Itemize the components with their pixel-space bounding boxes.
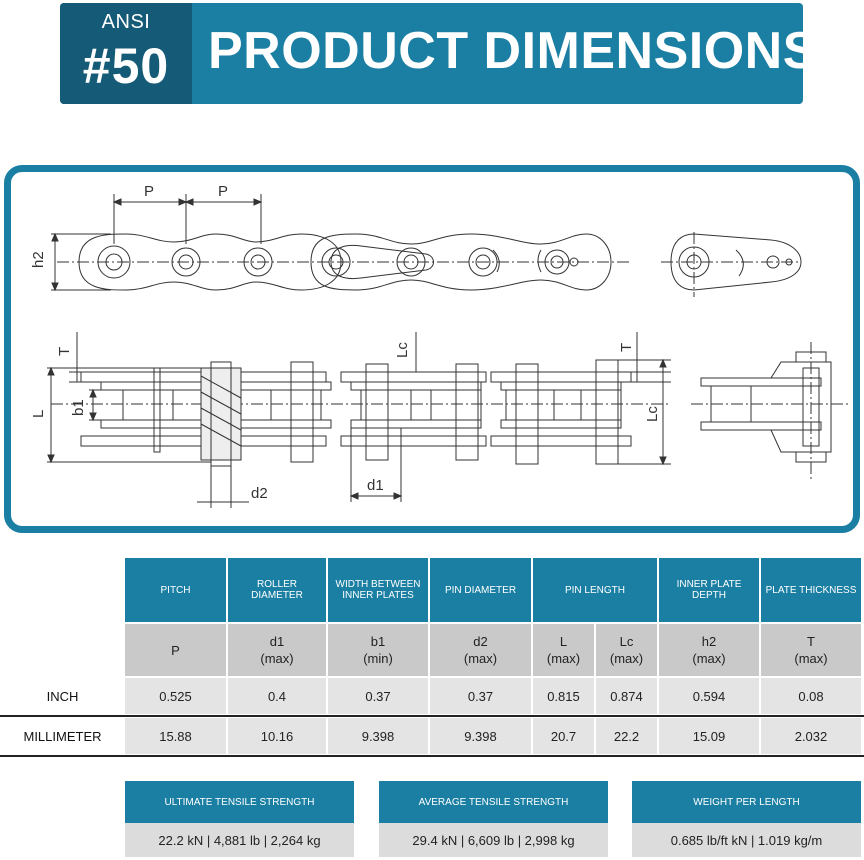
chain-technical-drawing: P P h2 T L b1 Lc T Lc d2 d1 <box>30 183 851 508</box>
table-cell: 10.16 <box>228 718 326 754</box>
spec-label: AVERAGE TENSILE STRENGTH <box>379 781 608 823</box>
table-cell: 0.815 <box>533 678 594 714</box>
table-cell: 0.4 <box>228 678 326 714</box>
spec-value: 29.4 kN | 6,609 lb | 2,998 kg <box>379 823 608 857</box>
table-cell: 0.594 <box>659 678 759 714</box>
label-lc-right: Lc <box>644 406 661 422</box>
label-pitch-1: P <box>144 183 154 200</box>
table-cell: 0.525 <box>125 678 226 714</box>
symbol-h2: h2 (max) <box>659 624 759 676</box>
row-divider <box>0 755 864 757</box>
label-pitch-2: P <box>218 183 228 200</box>
spec-weight-per-length: WEIGHT PER LENGTH 0.685 lb/ft kN | 1.019… <box>632 781 861 857</box>
symbol-b1: b1 (min) <box>328 624 428 676</box>
table-cell: 0.874 <box>596 678 657 714</box>
header-pitch: PITCH <box>125 558 226 622</box>
row-label-inch: INCH <box>46 688 79 704</box>
symbol-p: P <box>125 624 226 676</box>
table-cell: 0.08 <box>761 678 861 714</box>
spec-label: ULTIMATE TENSILE STRENGTH <box>125 781 354 823</box>
label-t-right: T <box>618 343 635 352</box>
title-banner: ANSI #50 PRODUCT DIMENSIONS <box>60 3 803 104</box>
symbol-d1: d1 (max) <box>228 624 326 676</box>
spec-label: WEIGHT PER LENGTH <box>632 781 861 823</box>
label-d1: d1 <box>367 477 384 494</box>
table-cell: 15.88 <box>125 718 226 754</box>
header-roller-diameter: ROLLER DIAMETER <box>228 558 326 622</box>
label-l: L <box>30 410 47 418</box>
header-width-between-inner-plates: WIDTH BETWEEN INNER PLATES <box>328 558 428 622</box>
spec-ultimate-tensile-strength: ULTIMATE TENSILE STRENGTH 22.2 kN | 4,88… <box>125 781 354 857</box>
ansi-badge: ANSI #50 <box>60 3 192 104</box>
dimensions-table: PITCH ROLLER DIAMETER WIDTH BETWEEN INNE… <box>0 558 864 758</box>
table-cell: 0.37 <box>328 678 428 714</box>
label-t-left: T <box>56 347 73 356</box>
header-plate-thickness: PLATE THICKNESS <box>761 558 861 622</box>
spec-value: 22.2 kN | 4,881 lb | 2,264 kg <box>125 823 354 857</box>
label-h2: h2 <box>30 251 47 268</box>
symbol-lc: Lc (max) <box>596 624 657 676</box>
table-cell: 15.09 <box>659 718 759 754</box>
header-inner-plate-depth: INNER PLATE DEPTH <box>659 558 759 622</box>
symbol-d2: d2 (max) <box>430 624 531 676</box>
header-pin-length: PIN LENGTH <box>533 558 657 622</box>
spec-value: 0.685 lb/ft kN | 1.019 kg/m <box>632 823 861 857</box>
symbol-t: T (max) <box>761 624 861 676</box>
table-cell: 20.7 <box>533 718 594 754</box>
header-pin-diameter: PIN DIAMETER <box>430 558 531 622</box>
label-lc-top: Lc <box>394 342 411 358</box>
page-title: PRODUCT DIMENSIONS <box>208 22 803 80</box>
badge-size: #50 <box>82 38 170 94</box>
table-cell: 0.37 <box>430 678 531 714</box>
table-cell: 22.2 <box>596 718 657 754</box>
table-cell: 9.398 <box>430 718 531 754</box>
symbol-l: L (max) <box>533 624 594 676</box>
table-cell: 2.032 <box>761 718 861 754</box>
chain-drawing-frame: P P h2 T L b1 Lc T Lc d2 d1 <box>4 165 860 533</box>
row-divider <box>0 715 864 717</box>
label-b1: b1 <box>70 399 87 416</box>
badge-standard: ANSI <box>101 11 151 33</box>
row-label-millimeter: MILLIMETER <box>23 728 102 744</box>
label-d2: d2 <box>251 485 268 502</box>
table-cell: 9.398 <box>328 718 428 754</box>
spec-average-tensile-strength: AVERAGE TENSILE STRENGTH 29.4 kN | 6,609… <box>379 781 608 857</box>
